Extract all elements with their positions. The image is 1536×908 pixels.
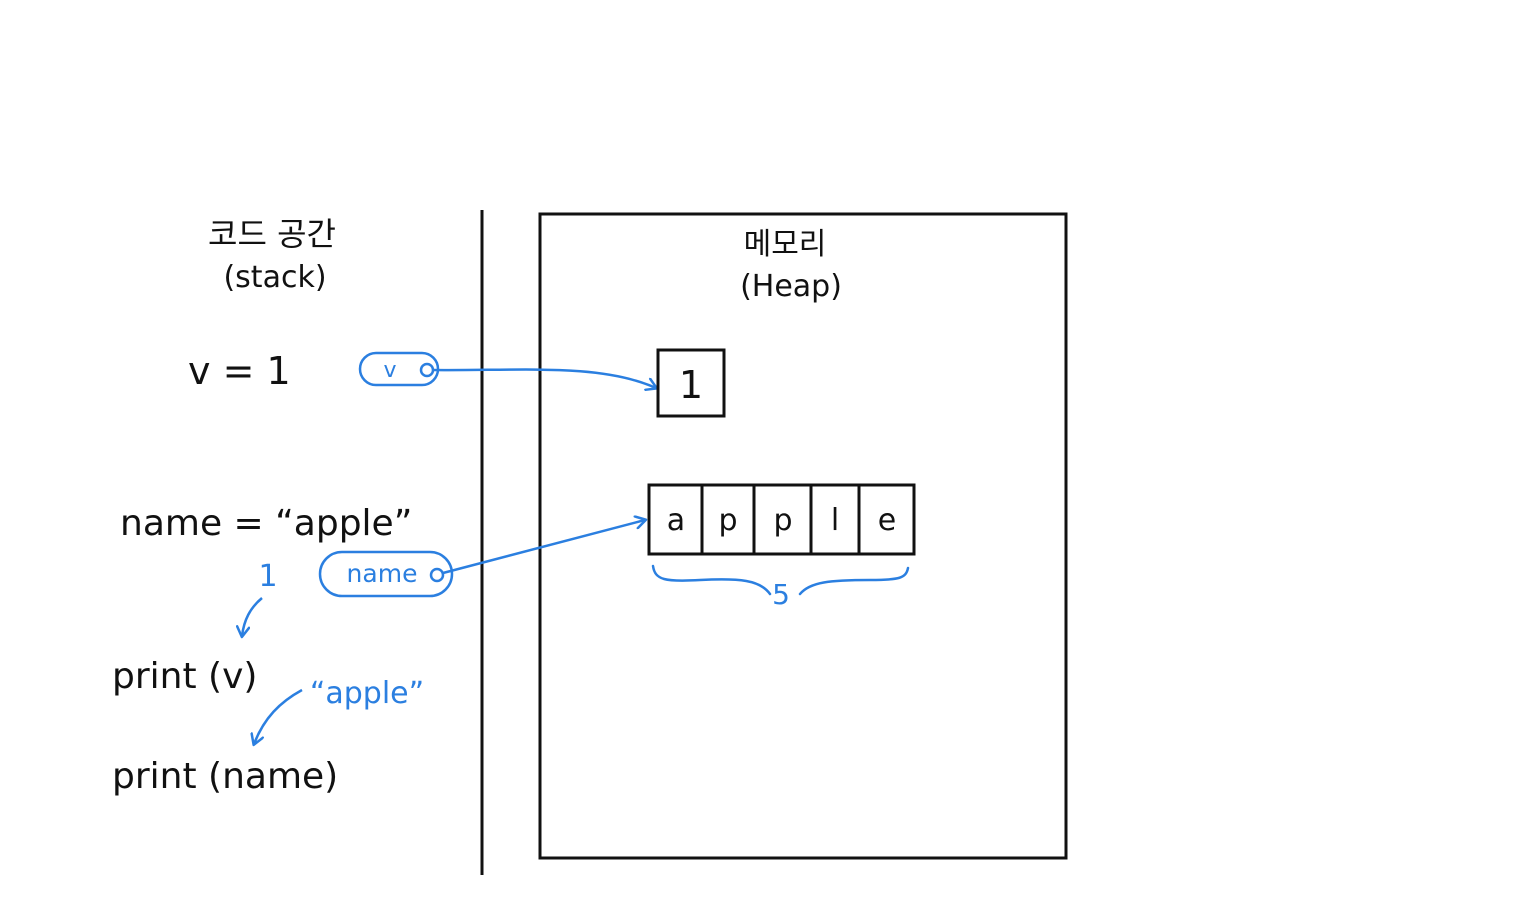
code-line-print-name: print (name): [112, 756, 338, 797]
heap-int-value: 1: [679, 363, 703, 407]
ref-name-pill: [318, 550, 454, 598]
heap-subtitle: (Heap): [740, 269, 842, 304]
ref-v-label: v: [383, 358, 396, 383]
heap-title: 메모리: [744, 227, 827, 262]
ref-name: name: [318, 550, 454, 598]
print-name-result: “apple”: [310, 676, 424, 711]
ref-name-label: name: [347, 559, 418, 588]
ref-name-dot: [429, 567, 445, 583]
ref-v-pill: [358, 351, 440, 387]
code-line-print-v: print (v): [112, 656, 257, 697]
string-length-label: 5: [772, 578, 790, 611]
string-char-cell: a: [667, 503, 685, 538]
stack-subtitle: (stack): [223, 260, 326, 295]
string-char-cell: e: [878, 503, 896, 538]
heap-int-object: 1: [656, 348, 726, 418]
string-char-cell: p: [773, 503, 792, 538]
print-v-result: 1: [258, 559, 277, 594]
heap-box: [538, 212, 1068, 860]
print-v-arrow: [242, 597, 263, 636]
ref-v-dot: [419, 362, 435, 378]
string-char-cell: p: [718, 503, 737, 538]
code-line-name: name = “apple”: [120, 503, 412, 544]
heap-string-object: a p p l e: [647, 483, 916, 556]
arrow-name-to-string: [442, 520, 645, 575]
arrow-v-to-int: [432, 368, 656, 388]
string-char-cell: l: [831, 503, 839, 538]
code-line-v: v = 1: [188, 349, 291, 393]
heap-int-box: [656, 348, 726, 418]
stack-title: 코드 공간: [208, 215, 336, 253]
print-name-arrow: [254, 688, 303, 744]
string-length-brace: [651, 564, 910, 596]
heap-string-box: [647, 483, 916, 556]
ref-v: v: [358, 351, 440, 387]
